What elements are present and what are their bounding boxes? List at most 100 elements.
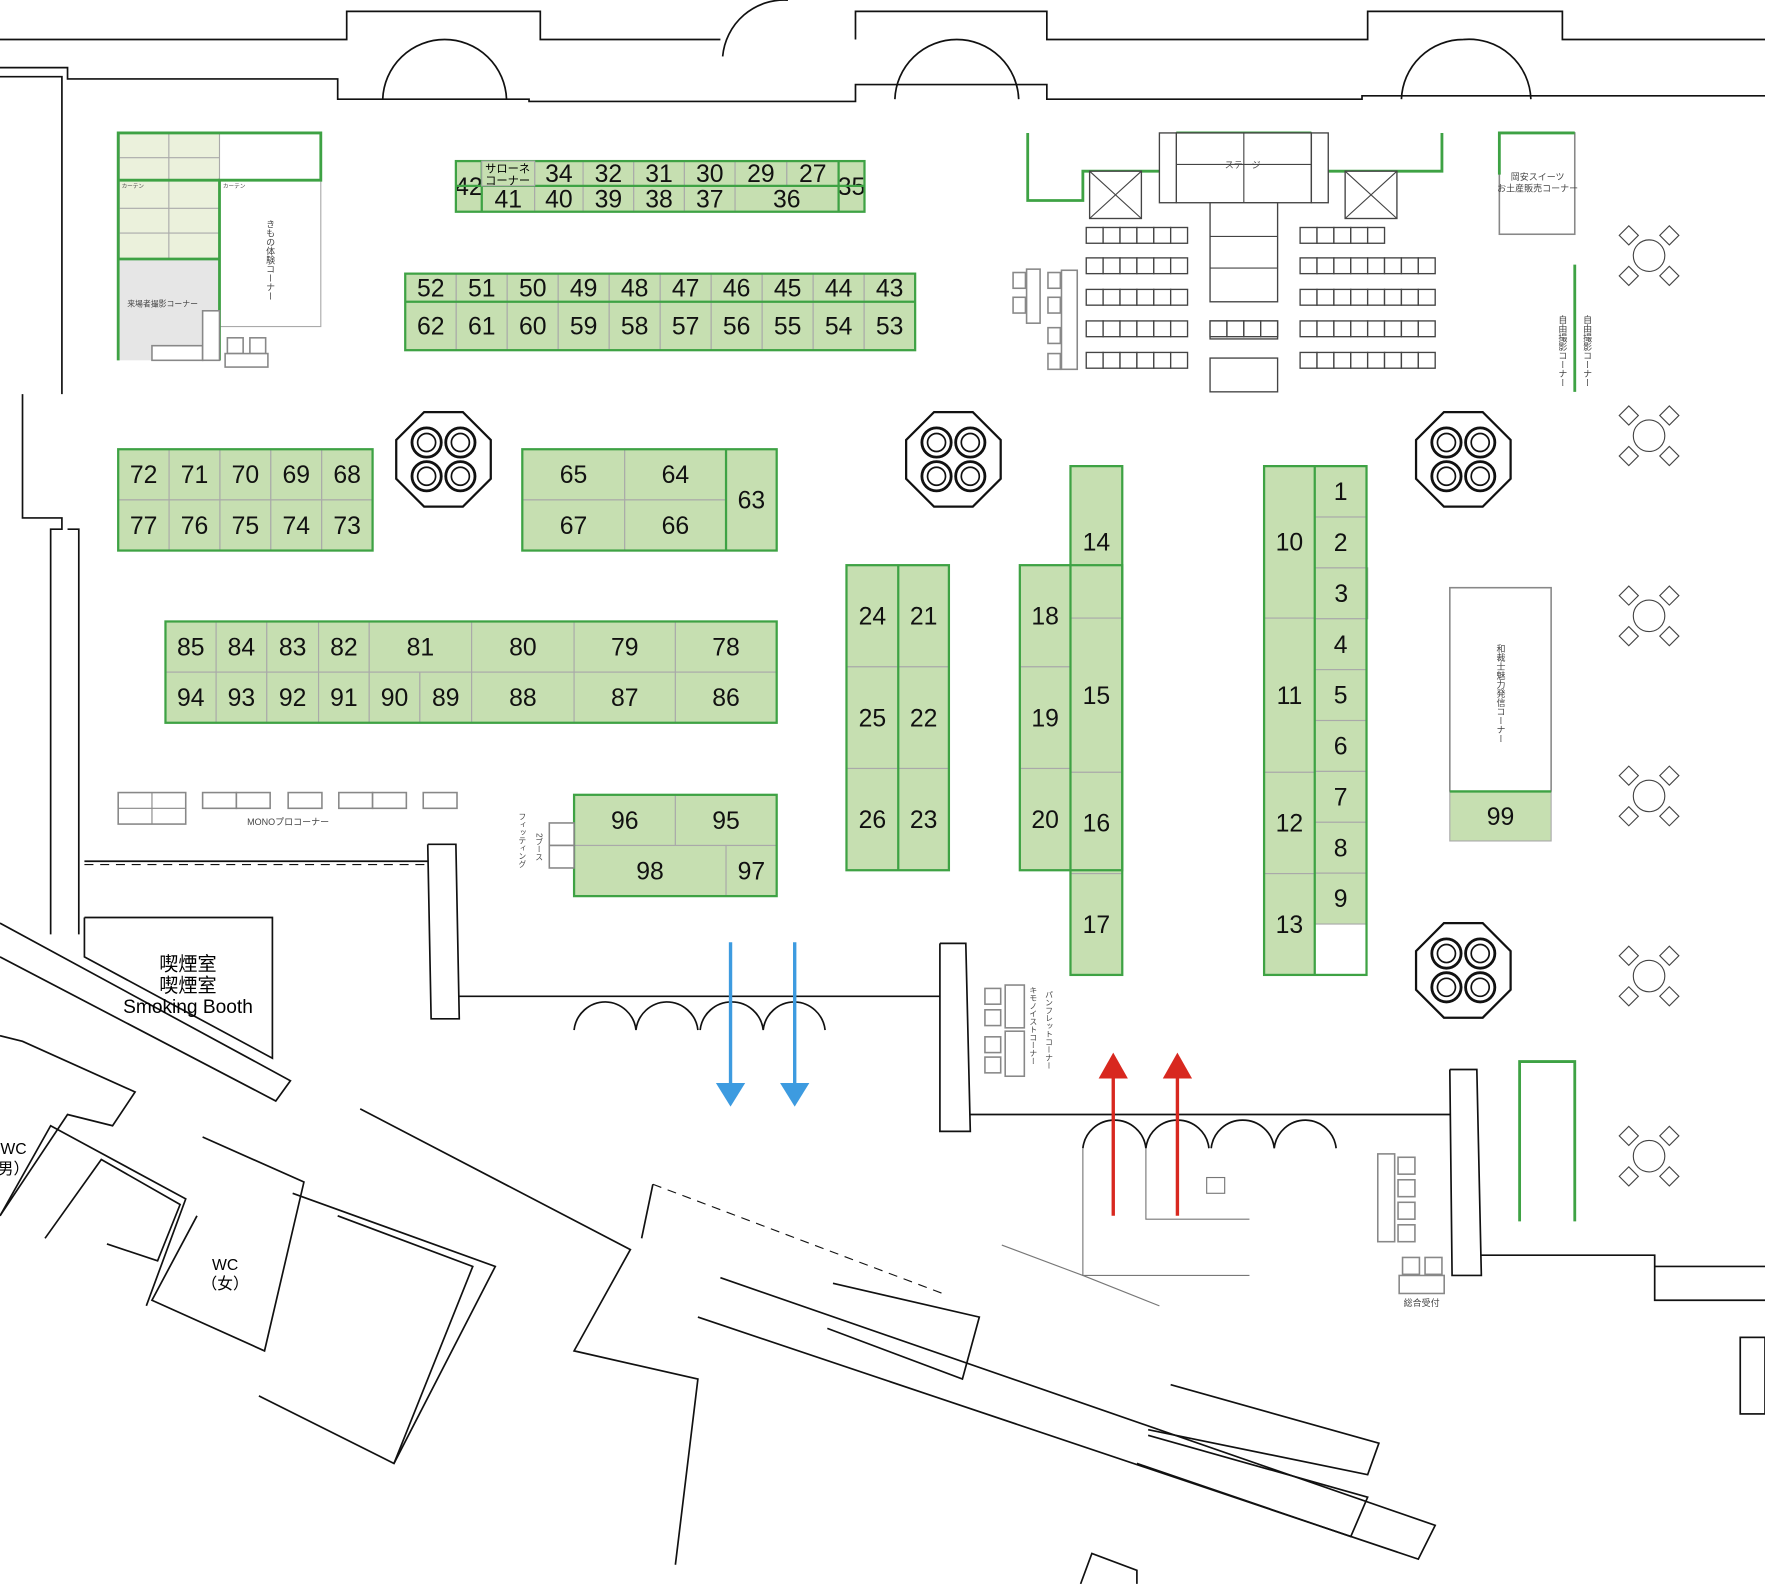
booth-53[interactable]: 53 <box>863 301 916 351</box>
booth-16[interactable]: 16 <box>1069 771 1123 875</box>
booth-82[interactable]: 82 <box>317 620 370 673</box>
booth-46[interactable]: 46 <box>710 273 763 303</box>
booth-number: 44 <box>825 275 853 302</box>
booth-5[interactable]: 5 <box>1314 669 1368 722</box>
booth-84[interactable]: 84 <box>215 620 268 673</box>
booth-36[interactable]: 36 <box>734 185 840 214</box>
booth-34[interactable]: 34 <box>534 160 584 188</box>
booth-21[interactable]: 21 <box>897 564 950 668</box>
booth-29[interactable]: 29 <box>734 160 788 188</box>
booth-73[interactable]: 73 <box>321 499 374 552</box>
booth-72[interactable]: 72 <box>117 448 170 501</box>
booth-79[interactable]: 79 <box>573 620 676 673</box>
booth-67[interactable]: 67 <box>521 499 626 552</box>
booth-71[interactable]: 71 <box>168 448 221 501</box>
booth-66[interactable]: 66 <box>624 499 727 552</box>
booth-90[interactable]: 90 <box>368 671 421 724</box>
booth-62[interactable]: 62 <box>404 301 457 351</box>
booth-22[interactable]: 22 <box>897 666 950 770</box>
booth-56[interactable]: 56 <box>710 301 763 351</box>
booth-97[interactable]: 97 <box>725 844 778 897</box>
booth-31[interactable]: 31 <box>633 160 685 188</box>
booth-10[interactable]: 10 <box>1263 465 1316 619</box>
booth-58[interactable]: 58 <box>608 301 661 351</box>
booth-98[interactable]: 98 <box>573 844 727 897</box>
booth-51[interactable]: 51 <box>455 273 508 303</box>
booth-4[interactable]: 4 <box>1314 618 1368 671</box>
booth-89[interactable]: 89 <box>419 671 473 724</box>
booth-55[interactable]: 55 <box>761 301 814 351</box>
booth-93[interactable]: 93 <box>215 671 268 724</box>
booth-92[interactable]: 92 <box>266 671 320 724</box>
booth-54[interactable]: 54 <box>812 301 865 351</box>
booth-25[interactable]: 25 <box>845 666 899 770</box>
booth-45[interactable]: 45 <box>761 273 814 303</box>
booth-86[interactable]: 86 <box>674 671 778 724</box>
booth-1[interactable]: 1 <box>1314 465 1368 518</box>
booth-38[interactable]: 38 <box>633 185 685 214</box>
booth-83[interactable]: 83 <box>266 620 320 673</box>
booth-2[interactable]: 2 <box>1314 516 1368 569</box>
booth-70[interactable]: 70 <box>219 448 272 501</box>
booth-95[interactable]: 95 <box>674 794 778 847</box>
booth-61[interactable]: 61 <box>455 301 508 351</box>
booth-69[interactable]: 69 <box>270 448 323 501</box>
booth-75[interactable]: 75 <box>219 499 272 552</box>
booth-19[interactable]: 19 <box>1019 666 1072 770</box>
booth-68[interactable]: 68 <box>321 448 374 501</box>
booth-24[interactable]: 24 <box>845 564 899 668</box>
booth-39[interactable]: 39 <box>582 185 635 214</box>
booth-13[interactable]: 13 <box>1263 873 1316 976</box>
booth-65[interactable]: 65 <box>521 448 626 501</box>
booth-57[interactable]: 57 <box>659 301 712 351</box>
booth-48[interactable]: 48 <box>608 273 661 303</box>
booth-43[interactable]: 43 <box>863 273 916 303</box>
booth-44[interactable]: 44 <box>812 273 865 303</box>
booth-6[interactable]: 6 <box>1314 719 1368 772</box>
booth-20[interactable]: 20 <box>1019 767 1072 871</box>
booth-3[interactable]: 3 <box>1314 567 1369 620</box>
booth-64[interactable]: 64 <box>624 448 727 501</box>
booth-78[interactable]: 78 <box>674 620 778 673</box>
booth-85[interactable]: 85 <box>164 620 217 673</box>
booth-88[interactable]: 88 <box>471 671 575 724</box>
booth-81[interactable]: 81 <box>368 620 473 673</box>
booth-27[interactable]: 27 <box>786 160 840 188</box>
booth-50[interactable]: 50 <box>506 273 559 303</box>
booth-47[interactable]: 47 <box>659 273 712 303</box>
booth-74[interactable]: 74 <box>270 499 323 552</box>
booth-49[interactable]: 49 <box>557 273 610 303</box>
booth-60[interactable]: 60 <box>506 301 559 351</box>
booth-63[interactable]: 63 <box>725 448 778 552</box>
booth-40[interactable]: 40 <box>534 185 584 214</box>
booth-18[interactable]: 18 <box>1019 564 1072 668</box>
booth-14[interactable]: 14 <box>1069 465 1123 619</box>
booth-59[interactable]: 59 <box>557 301 610 351</box>
booth-37[interactable]: 37 <box>683 185 736 214</box>
booth-11[interactable]: 11 <box>1263 617 1316 773</box>
booth-77[interactable]: 77 <box>117 499 170 552</box>
booth-12[interactable]: 12 <box>1263 771 1316 875</box>
booth-cell <box>710 273 763 303</box>
booth-32[interactable]: 32 <box>582 160 635 188</box>
booth-23[interactable]: 23 <box>897 767 950 871</box>
booth-87[interactable]: 87 <box>573 671 676 724</box>
booth-30[interactable]: 30 <box>683 160 736 188</box>
booth-91[interactable]: 91 <box>317 671 370 724</box>
booth-26[interactable]: 26 <box>845 767 899 871</box>
seat <box>1153 288 1172 306</box>
booth-17[interactable]: 17 <box>1069 873 1123 976</box>
booth-41[interactable]: 41 <box>481 185 536 214</box>
booth-9[interactable]: 9 <box>1314 872 1368 925</box>
booth-7[interactable]: 7 <box>1314 770 1368 823</box>
booth-96[interactable]: 96 <box>573 794 676 847</box>
seat <box>1299 320 1318 338</box>
booth-94[interactable]: 94 <box>164 671 217 724</box>
booth-8[interactable]: 8 <box>1314 821 1368 874</box>
booth-99[interactable]: 99 <box>1449 790 1552 842</box>
booth-15[interactable]: 15 <box>1069 617 1123 773</box>
booth-80[interactable]: 80 <box>471 620 575 673</box>
smoking-booth: 喫煙室 喫煙室 Smoking Booth <box>123 953 253 1018</box>
booth-52[interactable]: 52 <box>404 273 457 303</box>
booth-76[interactable]: 76 <box>168 499 221 552</box>
